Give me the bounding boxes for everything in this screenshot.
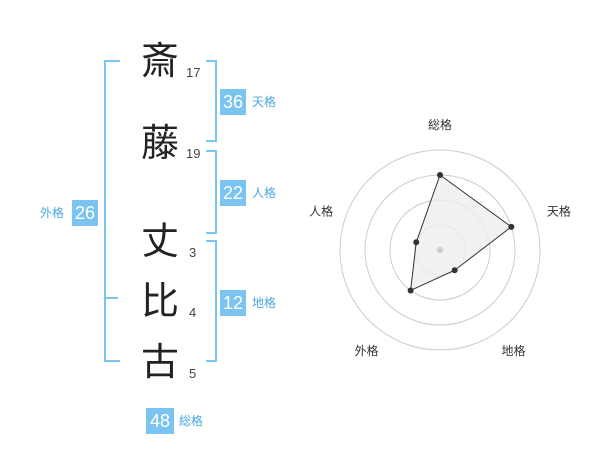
radar-axis-label-tenkaku: 天格 [547, 203, 571, 218]
radar-axis-label-chikaku: 地格 [501, 343, 525, 358]
jinkaku-label: 人格 [252, 186, 277, 200]
jinkaku-bracket [206, 150, 217, 234]
chikaku-value: 12 [220, 290, 246, 316]
tenkaku-label: 天格 [252, 95, 277, 109]
given-char-3-strokes: 5 [189, 366, 197, 381]
chikaku-label: 地格 [252, 296, 277, 310]
radar-shape [410, 174, 513, 292]
jinkaku-value: 22 [220, 180, 246, 206]
radar-axis-label-soukaku: 総格 [428, 117, 452, 132]
surname-char-1-strokes: 17 [186, 65, 201, 80]
tenkaku-bracket [206, 60, 217, 142]
chikaku-bracket [206, 240, 217, 362]
surname-char-2-strokes: 19 [186, 146, 201, 161]
given-char-2-strokes: 4 [189, 305, 197, 320]
radar-axis-label-gaikaku: 外格 [355, 343, 379, 358]
gaikaku-bracket [104, 60, 120, 362]
radar-point-1 [508, 223, 515, 230]
given-char-3: 古 [141, 340, 180, 384]
radar-point-0 [437, 172, 443, 178]
given-char-1-strokes: 3 [189, 245, 197, 260]
radar-ring [339, 149, 541, 351]
radar-point-2 [451, 267, 458, 274]
radar-center-dot [437, 247, 443, 253]
given-char-2: 比 [141, 279, 180, 323]
soukaku-label: 総格 [179, 414, 204, 428]
surname-char-2: 藤 [141, 121, 180, 165]
radar-point-3 [407, 287, 414, 294]
radar-points [407, 172, 515, 294]
gaikaku-label: 外格 [40, 206, 65, 220]
given-char-1: 丈 [141, 219, 180, 263]
surname-char-1: 斎 [141, 39, 180, 83]
gaikaku-bracket-mid-tick [104, 297, 118, 299]
soukaku-value: 48 [146, 408, 174, 434]
radar-axis-label-jinkaku: 人格 [309, 203, 333, 218]
gaikaku-value: 26 [72, 200, 98, 226]
radar-point-4 [413, 239, 420, 246]
tenkaku-value: 36 [220, 89, 246, 115]
